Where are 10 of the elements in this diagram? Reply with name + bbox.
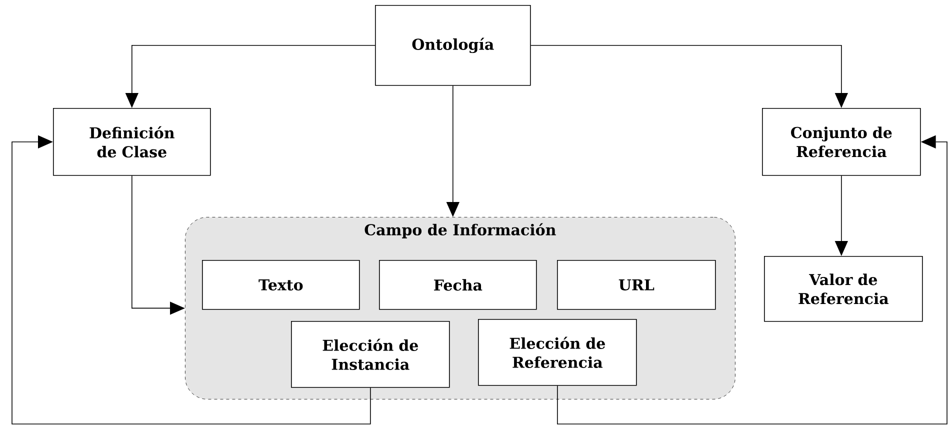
process-box: URL <box>557 260 716 310</box>
process-box: Fecha <box>379 260 537 310</box>
arrow <box>12 135 371 424</box>
process-box: Valor de Referencia <box>764 256 923 322</box>
process-box: Elección de Referencia <box>478 319 637 386</box>
process-box: Conjunto de Referencia <box>762 108 921 176</box>
process-box: Definición de Clase <box>53 108 211 176</box>
process-box: Texto <box>202 260 360 310</box>
process-box: Elección de Instancia <box>291 321 450 388</box>
process-box: Ontología <box>375 5 531 86</box>
